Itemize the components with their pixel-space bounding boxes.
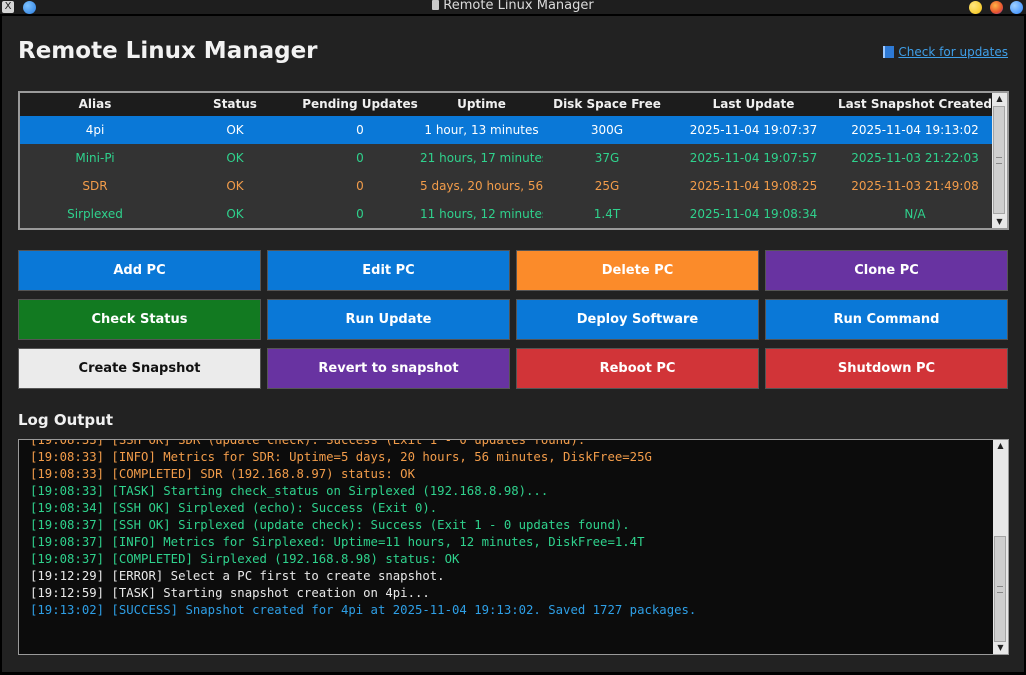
cell-status: OK: [226, 151, 244, 165]
grip-icon: [996, 157, 1002, 164]
cell-disk: 37G: [594, 151, 620, 165]
file-icon: [432, 0, 440, 10]
globe-icon[interactable]: [23, 1, 36, 14]
minimize-icon[interactable]: [969, 1, 982, 14]
column-header-last-snapshot[interactable]: Last Snapshot Created: [838, 97, 992, 111]
log-line: [19:08:34] [SSH OK] Sirplexed (echo): Su…: [30, 501, 438, 515]
table-row[interactable]: Mini-Pi OK 0 21 hours, 17 minutes 37G 2025-11…: [20, 144, 994, 172]
clone-pc-button[interactable]: Clone PC: [765, 250, 1008, 291]
cell-alias: Mini-Pi: [75, 151, 115, 165]
cell-pending: 0: [356, 151, 364, 165]
scrollbar-thumb[interactable]: [994, 536, 1006, 642]
cell-status: OK: [226, 207, 244, 221]
cell-last-snapshot: 2025-11-04 19:13:02: [851, 123, 979, 137]
cell-uptime: 5 days, 20 hours, 56 minutes: [420, 179, 543, 193]
cell-last-snapshot: N/A: [904, 207, 926, 221]
maximize-icon[interactable]: [990, 1, 1003, 14]
check-updates-link[interactable]: Check for updates: [883, 45, 1008, 59]
scroll-up-icon[interactable]: ▲: [996, 94, 1003, 103]
cell-alias: Sirplexed: [67, 207, 123, 221]
table-header: Alias Status Pending Updates Uptime Disk…: [20, 93, 994, 116]
deploy-software-button[interactable]: Deploy Software: [516, 299, 759, 340]
delete-pc-button[interactable]: Delete PC: [516, 250, 759, 291]
cell-uptime: 21 hours, 17 minutes: [420, 151, 543, 165]
cell-alias: SDR: [82, 179, 108, 193]
cell-pending: 0: [356, 179, 364, 193]
column-header-disk[interactable]: Disk Space Free: [553, 97, 661, 111]
cell-last-update: 2025-11-04 19:08:25: [689, 179, 818, 193]
cell-alias: 4pi: [85, 123, 105, 137]
column-header-status[interactable]: Status: [213, 97, 257, 111]
check-status-button[interactable]: Check Status: [18, 299, 261, 340]
cell-uptime: 11 hours, 12 minutes: [420, 207, 543, 221]
log-lines: [19:08:33] [SSH OK] SDR (update check): …: [30, 439, 990, 619]
scroll-down-icon[interactable]: ▼: [996, 217, 1003, 226]
log-line: [19:08:37] [SSH OK] Sirplexed (update ch…: [30, 518, 630, 532]
column-header-alias[interactable]: Alias: [78, 97, 112, 111]
cell-disk: 25G: [594, 179, 620, 193]
log-line: [19:08:33] [SSH OK] SDR (update check): …: [30, 439, 586, 447]
pc-table: Alias Status Pending Updates Uptime Disk…: [18, 91, 1009, 230]
revert-snapshot-button[interactable]: Revert to snapshot: [267, 348, 510, 389]
pc-table-body: Alias Status Pending Updates Uptime Disk…: [20, 93, 994, 228]
edit-pc-button[interactable]: Edit PC: [267, 250, 510, 291]
cell-disk: 300G: [590, 123, 624, 137]
log-line: [19:12:29] [ERROR] Select a PC first to …: [30, 569, 445, 583]
cell-pending: 0: [356, 207, 364, 221]
cell-last-update: 2025-11-04 19:08:34: [689, 207, 818, 221]
book-icon: [883, 46, 895, 58]
log-line: [19:08:37] [INFO] Metrics for Sirplexed:…: [30, 535, 645, 549]
app-window: Remote Linux Manager Check for updates A…: [2, 16, 1024, 672]
os-titlebar: X Remote Linux Manager: [0, 0, 1026, 14]
log-line: [19:08:33] [INFO] Metrics for SDR: Uptim…: [30, 450, 652, 464]
close-icon[interactable]: [1010, 1, 1023, 14]
log-line: [19:13:02] [SUCCESS] Snapshot created fo…: [30, 603, 697, 617]
scroll-up-icon[interactable]: ▲: [997, 441, 1004, 450]
cell-last-update: 2025-11-04 19:07:57: [689, 151, 818, 165]
cell-status: OK: [226, 179, 244, 193]
grip-icon: [997, 586, 1003, 593]
log-output-label: Log Output: [18, 411, 114, 429]
run-update-button[interactable]: Run Update: [267, 299, 510, 340]
window-title: Remote Linux Manager: [0, 0, 1026, 13]
log-line: [19:12:59] [TASK] Starting snapshot crea…: [30, 586, 430, 600]
cell-last-snapshot: 2025-11-03 21:22:03: [851, 151, 979, 165]
log-line: [19:08:33] [COMPLETED] SDR (192.168.8.97…: [30, 467, 415, 481]
table-row[interactable]: 4pi OK 0 1 hour, 13 minutes 300G 2025-11-04 1…: [20, 116, 994, 144]
x-app-icon[interactable]: X: [2, 1, 14, 13]
column-header-pending[interactable]: Pending Updates: [302, 97, 418, 111]
log-line: [19:08:33] [TASK] Starting check_status …: [30, 484, 549, 498]
shutdown-pc-button[interactable]: Shutdown PC: [765, 348, 1008, 389]
add-pc-button[interactable]: Add PC: [18, 250, 261, 291]
table-scrollbar[interactable]: ▲ ▼: [992, 93, 1007, 228]
cell-status: OK: [226, 123, 244, 137]
column-header-last-update[interactable]: Last Update: [712, 97, 795, 111]
cell-last-snapshot: 2025-11-03 21:49:08: [851, 179, 979, 193]
scrollbar-thumb[interactable]: [993, 106, 1005, 214]
cell-uptime: 1 hour, 13 minutes: [424, 123, 539, 137]
table-row[interactable]: SDR OK 0 5 days, 20 hours, 56 minutes 25G 202…: [20, 172, 994, 200]
cell-last-update: 2025-11-04 19:07:37: [689, 123, 818, 137]
reboot-pc-button[interactable]: Reboot PC: [516, 348, 759, 389]
column-header-uptime[interactable]: Uptime: [457, 97, 506, 111]
cell-disk: 1.4T: [593, 207, 621, 221]
create-snapshot-button[interactable]: Create Snapshot: [18, 348, 261, 389]
cell-pending: 0: [356, 123, 364, 137]
log-line: [19:08:37] [COMPLETED] Sirplexed (192.16…: [30, 552, 460, 566]
run-command-button[interactable]: Run Command: [765, 299, 1008, 340]
log-output[interactable]: [19:08:33] [SSH OK] SDR (update check): …: [18, 439, 1009, 655]
page-title: Remote Linux Manager: [18, 38, 318, 64]
table-row[interactable]: Sirplexed OK 0 11 hours, 12 minutes 1.4T 2025…: [20, 200, 994, 228]
scroll-down-icon[interactable]: ▼: [997, 643, 1004, 652]
log-scrollbar[interactable]: ▲ ▼: [993, 440, 1008, 654]
